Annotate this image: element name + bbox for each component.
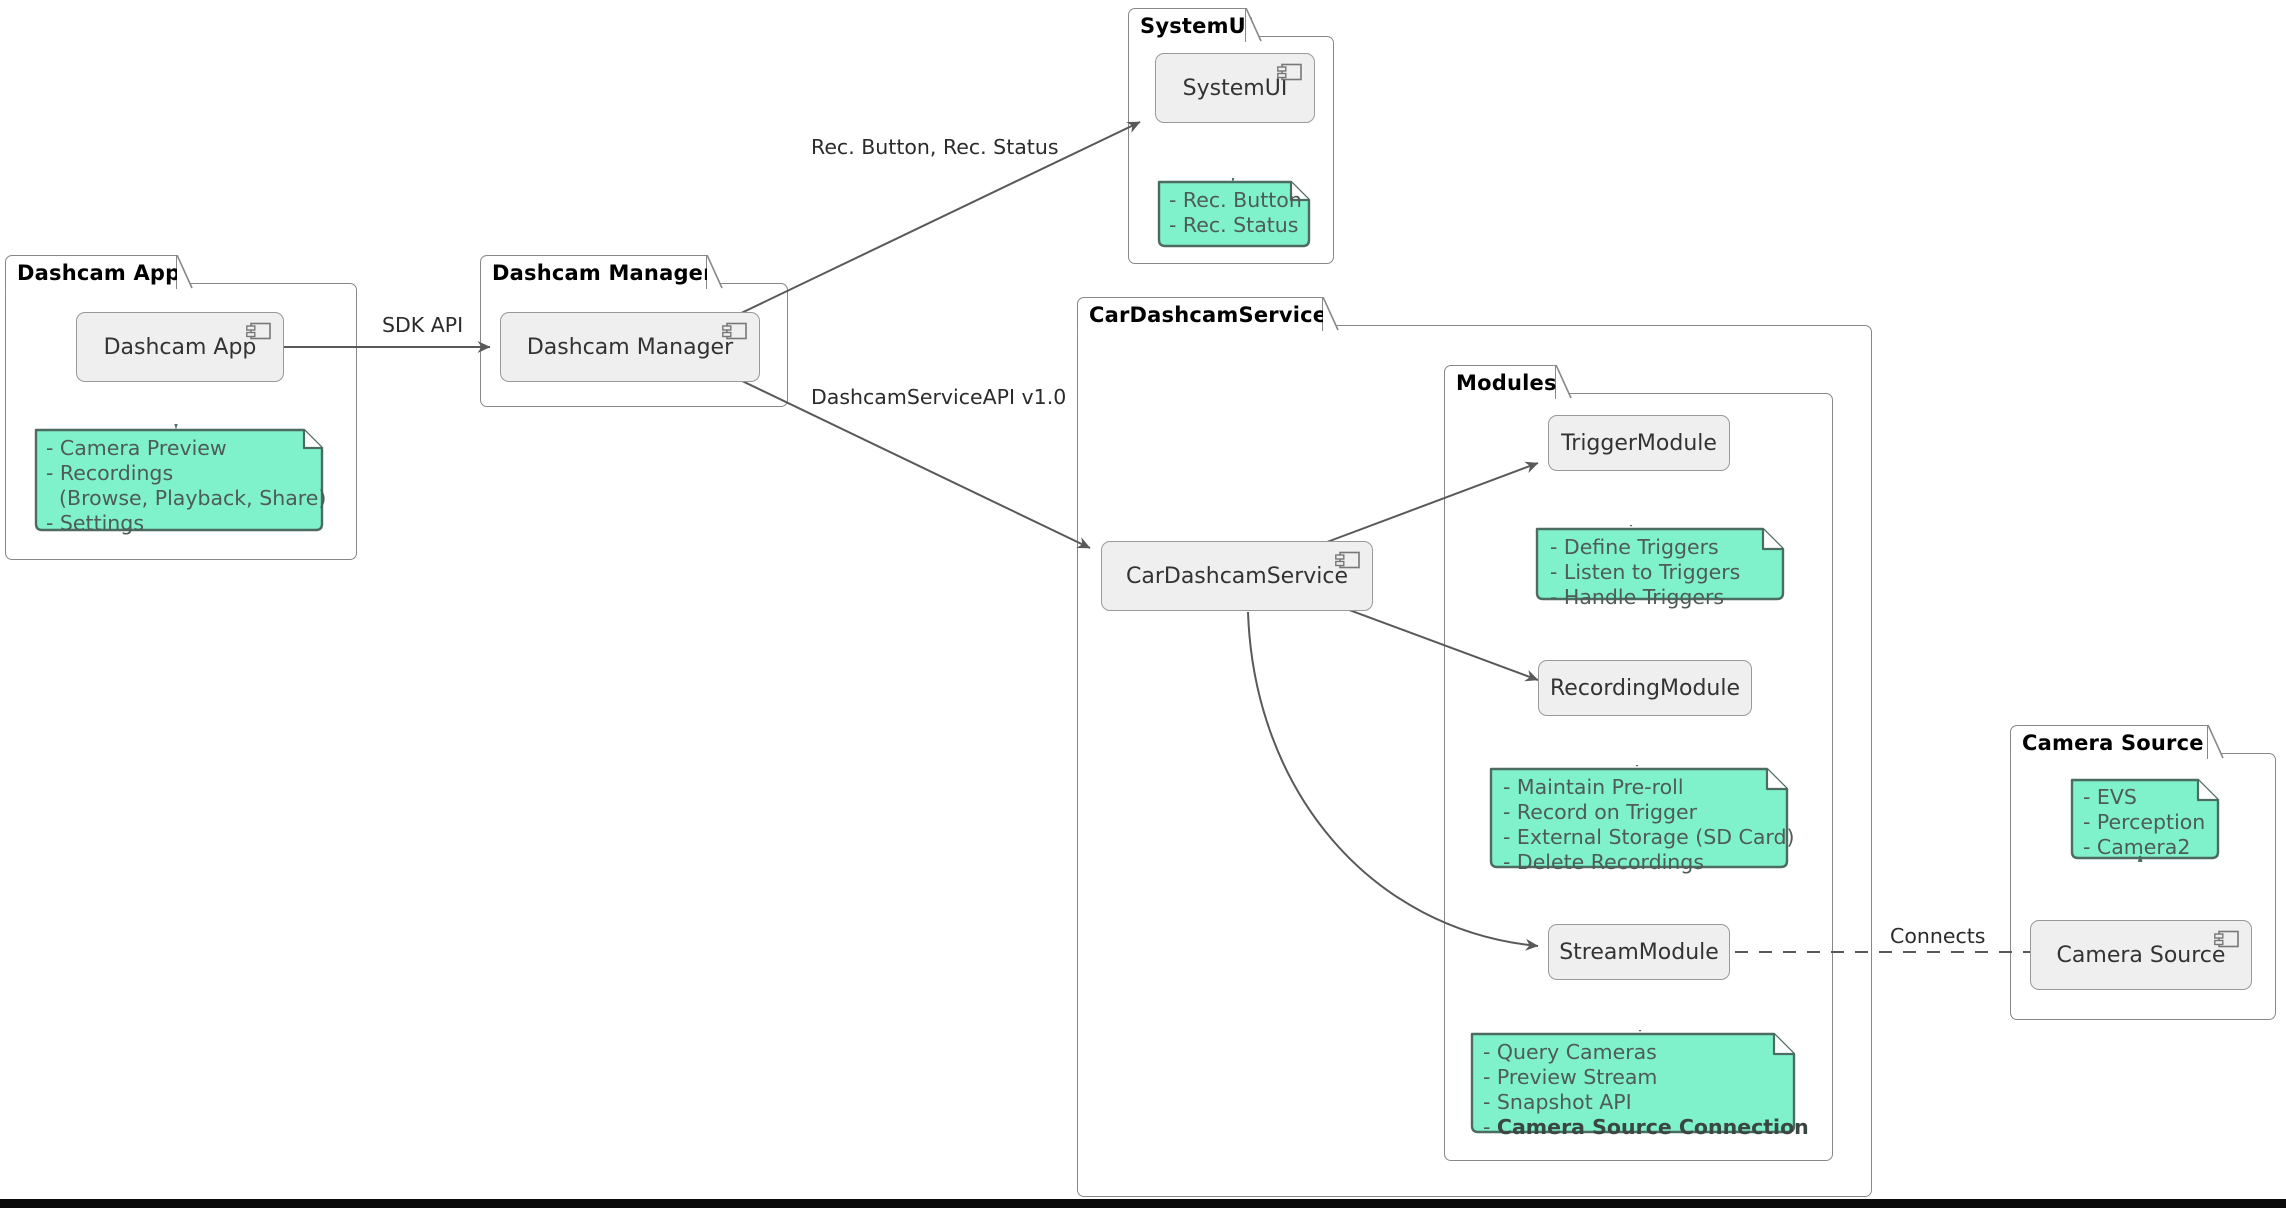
component-icon	[722, 322, 748, 340]
note-dashcam-app: - Camera Preview - Recordings (Browse, P…	[30, 424, 328, 536]
component-icon	[246, 322, 272, 340]
component-label-camera-source: Camera Source	[2056, 942, 2226, 968]
note-stream-module: - Query Cameras - Preview Stream - Snaps…	[1468, 1030, 1809, 1139]
component-stream-module[interactable]: StreamModule	[1548, 924, 1730, 980]
component-camera-source[interactable]: Camera Source	[2030, 920, 2252, 990]
edge-label-connects: Connects	[1890, 924, 1986, 948]
component-cardashcamservice[interactable]: CarDashcamService	[1101, 541, 1373, 611]
edge-label-rec-button-status: Rec. Button, Rec. Status	[811, 135, 1059, 159]
package-label-systemui: SystemUI	[1140, 13, 1254, 38]
package-tab-dashcam-manager: Dashcam Manager	[480, 255, 713, 289]
package-tab-slant-camera-source	[2208, 725, 2224, 759]
package-tab-dashcam-app: Dashcam App	[5, 255, 181, 289]
edge-label-sdk-api: SDK API	[382, 313, 464, 337]
component-icon	[2214, 930, 2240, 948]
component-label-cardashcamservice: CarDashcamService	[1125, 563, 1349, 589]
package-tab-slant-dashcam-manager	[707, 255, 723, 289]
component-trigger-module[interactable]: TriggerModule	[1548, 415, 1730, 471]
component-label-dashcam-app: Dashcam App	[103, 334, 257, 360]
package-label-cardashcamservice: CarDashcamService	[1089, 302, 1328, 327]
note-camera-source: - EVS - Perception - Camera2	[2068, 776, 2224, 862]
package-label-camera-source: Camera Source	[2022, 730, 2204, 755]
package-tab-camera-source: Camera Source	[2010, 725, 2208, 759]
package-tab-slant-modules	[1556, 365, 1572, 399]
package-tab-slant-dashcam-app	[177, 255, 193, 289]
component-label-stream-module: StreamModule	[1559, 939, 1719, 965]
component-label-dashcam-manager: Dashcam Manager	[526, 334, 734, 360]
component-icon	[1277, 63, 1303, 81]
package-tab-systemui: SystemUI	[1128, 8, 1254, 42]
package-tab-slant-cardashcamservice	[1323, 297, 1339, 331]
component-label-systemui: SystemUI	[1182, 75, 1288, 101]
package-tab-modules: Modules	[1444, 365, 1556, 399]
package-label-dashcam-app: Dashcam App	[17, 260, 181, 285]
component-label-trigger-module: TriggerModule	[1561, 430, 1717, 456]
note-systemui: - Rec. Button - Rec. Status	[1155, 178, 1315, 250]
edge-label-dashcamserviceapi: DashcamServiceAPI v1.0	[811, 385, 1067, 409]
component-icon	[1335, 551, 1361, 569]
package-tab-cardashcamservice: CarDashcamService	[1077, 297, 1327, 331]
component-systemui[interactable]: SystemUI	[1155, 53, 1315, 123]
package-label-dashcam-manager: Dashcam Manager	[492, 260, 714, 285]
component-dashcam-manager[interactable]: Dashcam Manager	[500, 312, 760, 382]
note-recording-module: - Maintain Pre-roll - Record on Trigger …	[1487, 765, 1794, 874]
component-label-recording-module: RecordingModule	[1549, 675, 1741, 701]
package-tab-slant-systemui	[1246, 8, 1262, 42]
component-dashcam-app[interactable]: Dashcam App	[76, 312, 284, 382]
component-recording-module[interactable]: RecordingModule	[1538, 660, 1752, 716]
bottom-edge-strip	[0, 1199, 2286, 1208]
package-label-modules: Modules	[1456, 370, 1557, 395]
note-trigger-module: - Define Triggers - Listen to Triggers -…	[1533, 525, 1789, 609]
